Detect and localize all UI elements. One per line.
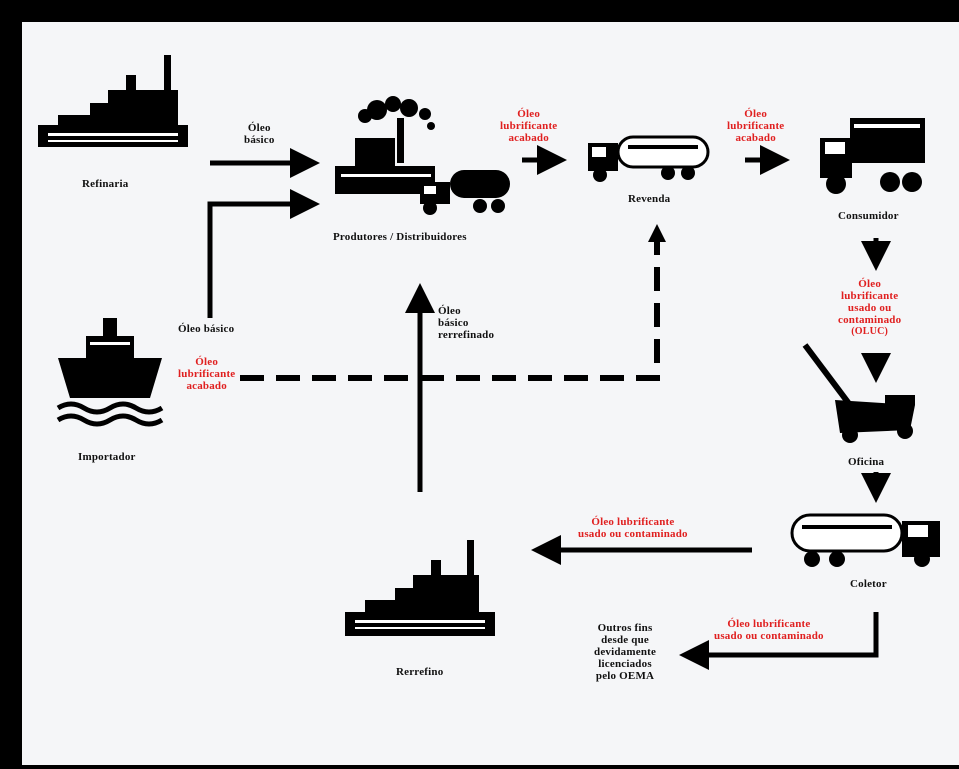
flow-label-importador-oleo-basico: Óleo básico [178, 323, 234, 335]
arrow-importador-produtores [210, 204, 305, 318]
jack-icon [805, 345, 915, 443]
node-rerrefino: Rerrefino [396, 666, 443, 678]
node-importador: Importador [78, 451, 136, 463]
factory-icon [345, 540, 495, 636]
node-revenda: Revenda [628, 193, 670, 205]
dump-truck-icon [820, 118, 925, 194]
node-produtores: Produtores / Distribuidores [333, 231, 467, 243]
node-coletor: Coletor [850, 578, 887, 590]
node-consumidor: Consumidor [838, 210, 899, 222]
node-oficina: Oficina [848, 456, 884, 468]
node-refinaria: Refinaria [82, 178, 128, 190]
factory-smoke-icon [335, 96, 435, 194]
factory-icon [38, 55, 188, 147]
tanker-truck-icon [588, 137, 708, 182]
ship-icon [58, 318, 162, 424]
tanker-truck-icon [792, 515, 940, 567]
